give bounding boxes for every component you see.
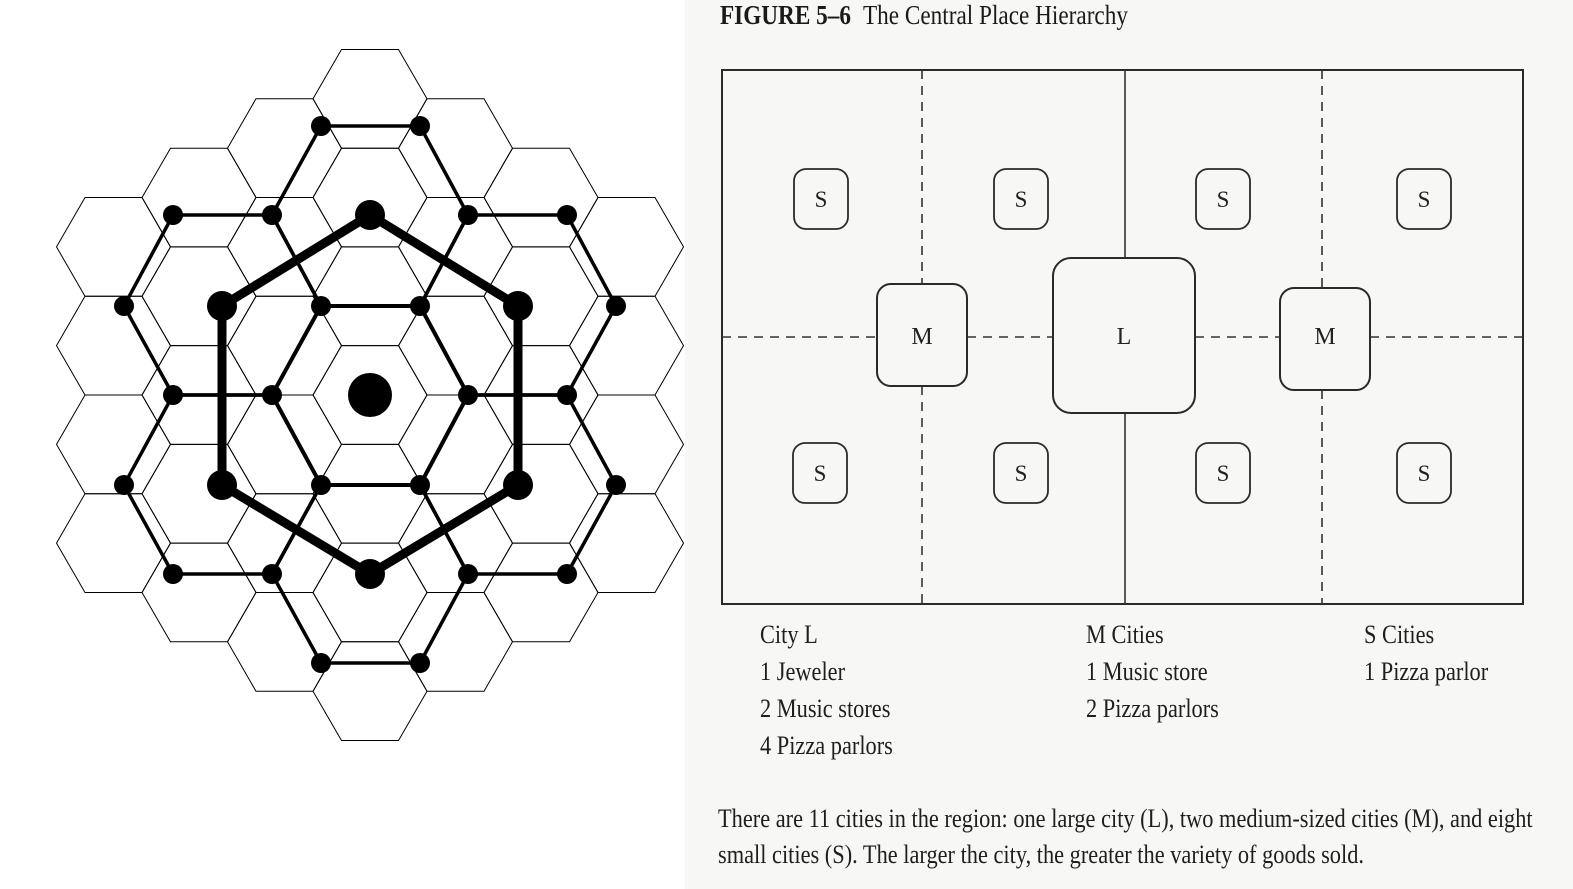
hexagon-cell (568, 493, 685, 593)
lower-order-node (557, 564, 577, 584)
legend-header: M Cities (1086, 620, 1164, 649)
medium-city-box (1279, 287, 1371, 391)
figure-caption: There are 11 cities in the region: one l… (718, 801, 1544, 873)
lower-order-node (163, 385, 183, 405)
lower-order-node (606, 296, 626, 316)
figure-title: FIGURE 5–6 The Central Place Hierarchy (720, 0, 1128, 31)
region-map: L M M S S S S S S S S (721, 69, 1524, 605)
medium-city-label: M (1314, 324, 1335, 350)
lower-order-node (311, 653, 331, 673)
hexagon-cell (312, 246, 428, 347)
legend-city-l: City L 1 Jeweler 2 Music stores 4 Pizza … (760, 616, 915, 764)
large-city-box (1052, 257, 1196, 414)
small-city-box (1396, 168, 1452, 230)
small-city-label: S (1015, 187, 1028, 212)
lower-order-node (557, 385, 577, 405)
lower-order-node (557, 205, 577, 225)
small-city-box (993, 168, 1049, 230)
hexagon-cell (141, 147, 257, 248)
higher-order-node (355, 559, 385, 589)
legend-item: 1 Jeweler (760, 657, 846, 686)
lower-order-node (114, 296, 134, 316)
hexagon-cell (397, 98, 514, 198)
legend-s-cities: S Cities 1 Pizza parlor (1364, 616, 1508, 690)
hexagon-cells (55, 49, 685, 741)
lower-order-node (410, 653, 430, 673)
lower-order-node (262, 205, 282, 225)
small-city-box (1195, 168, 1251, 230)
lower-order-node (311, 296, 331, 316)
small-city-box (993, 442, 1049, 504)
hexagon-cell (55, 197, 172, 297)
hexagon-cell (141, 542, 257, 643)
small-city-label: S (1418, 187, 1431, 212)
small-city-label: S (1418, 461, 1431, 486)
lower-order-node (458, 564, 478, 584)
hexagon-cell (568, 394, 685, 495)
hexagon-cell (55, 295, 172, 396)
higher-order-node (503, 470, 533, 500)
hexagon-cell (55, 394, 172, 495)
caption-line: There are 11 cities in the region: one l… (718, 804, 1533, 833)
lower-order-node (458, 205, 478, 225)
medium-city-label: M (911, 324, 932, 350)
hexagon-cell (312, 147, 428, 248)
hexagon-cell (397, 592, 514, 692)
lower-order-node (262, 385, 282, 405)
higher-order-node (503, 291, 533, 321)
lower-order-node (163, 564, 183, 584)
large-city-label: L (1117, 324, 1132, 350)
hexagon-cell (226, 592, 343, 692)
hexagonal-lattice-svg (55, 49, 685, 741)
higher-order-node (355, 200, 385, 230)
figure-title-text: The Central Place Hierarchy (862, 0, 1128, 30)
central-place-node (348, 373, 392, 417)
lower-order-node (311, 475, 331, 495)
hexagon-cell (568, 197, 685, 297)
hexagon-cell (568, 295, 685, 396)
small-city-box (792, 442, 848, 504)
lower-order-node (114, 475, 134, 495)
hexagon-cell (483, 147, 599, 248)
legend-m-cities: M Cities 1 Music store 2 Pizza parlors (1086, 616, 1241, 727)
higher-order-node (207, 291, 237, 321)
medium-city-box (876, 283, 968, 387)
legend-header: S Cities (1364, 620, 1435, 649)
figure-number: FIGURE 5–6 (720, 0, 851, 30)
lower-order-node (606, 475, 626, 495)
lower-order-node (410, 296, 430, 316)
small-city-box (793, 168, 849, 230)
small-city-box (1396, 442, 1452, 504)
hexagon-cell (312, 542, 428, 643)
hexagonal-lattice-diagram (0, 0, 685, 889)
higher-order-node (207, 470, 237, 500)
small-city-label: S (1217, 461, 1230, 486)
legend-item: 2 Music stores (760, 694, 891, 723)
lower-order-node (458, 385, 478, 405)
lower-order-node (163, 205, 183, 225)
hexagon-cell (312, 49, 428, 149)
lower-order-node (410, 116, 430, 136)
lower-order-node (311, 116, 331, 136)
legend-item: 1 Pizza parlor (1364, 657, 1489, 686)
small-city-label: S (1015, 461, 1028, 486)
legend-header: City L (760, 620, 818, 649)
small-city-box (1195, 442, 1251, 504)
lower-order-node (262, 564, 282, 584)
small-city-label: S (815, 187, 828, 212)
lower-order-node (410, 475, 430, 495)
legend-item: 1 Music store (1086, 657, 1208, 686)
hexagon-cell (312, 641, 428, 741)
legend-item: 2 Pizza parlors (1086, 694, 1219, 723)
small-city-label: S (1217, 187, 1230, 212)
figure-panel: FIGURE 5–6 The Central Place Hierarchy L … (685, 0, 1573, 889)
caption-line: small cities (S). The larger the city, t… (718, 840, 1364, 869)
settlement-nodes (114, 116, 626, 673)
hexagon-cell (226, 98, 343, 198)
legend-item: 4 Pizza parlors (760, 731, 893, 760)
hexagon-cell (483, 542, 599, 643)
hexagon-cell (55, 493, 172, 593)
small-city-label: S (814, 461, 827, 486)
hexagon-cell (312, 443, 428, 544)
